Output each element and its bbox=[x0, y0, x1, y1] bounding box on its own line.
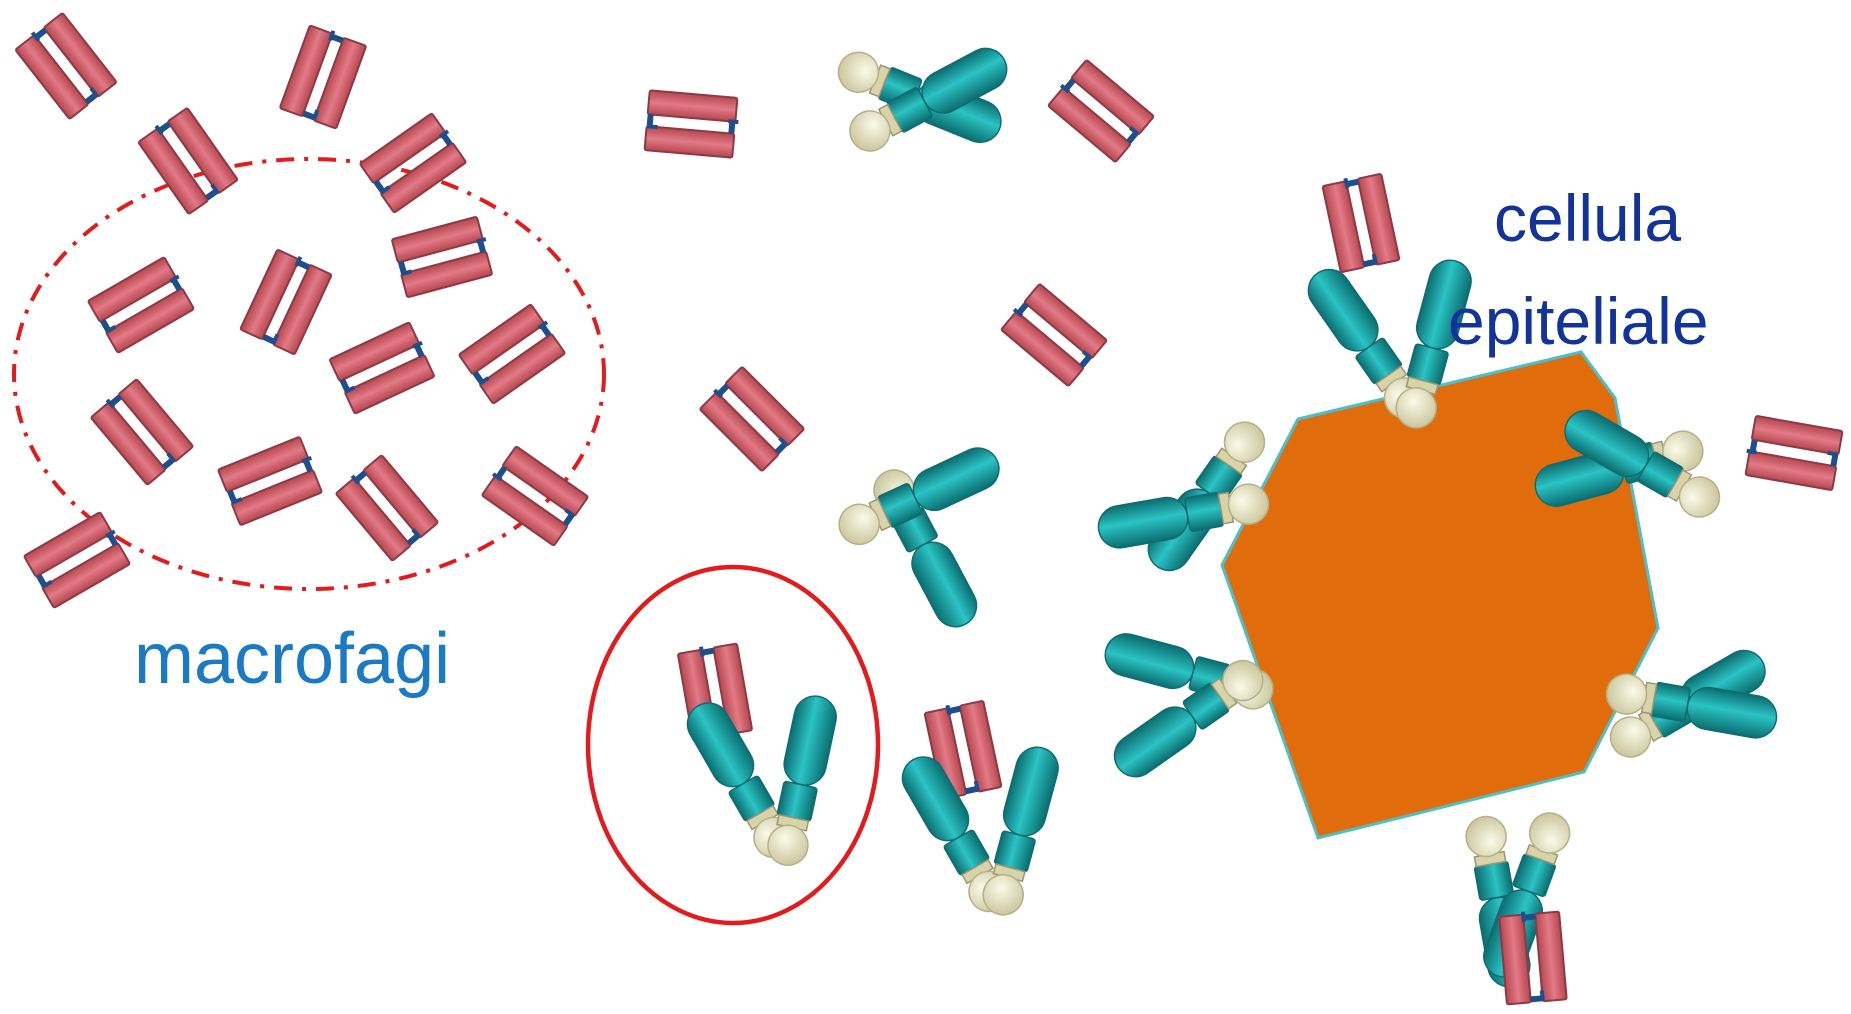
fragment bbox=[999, 282, 1107, 386]
fragment bbox=[360, 111, 469, 212]
fragment bbox=[88, 256, 197, 353]
fragment bbox=[240, 247, 333, 355]
fragment bbox=[459, 302, 568, 403]
fragment bbox=[1046, 58, 1154, 162]
antibody bbox=[832, 41, 1014, 159]
epithelial-cell-label-line1: cellula bbox=[1494, 185, 1681, 251]
fragment bbox=[89, 377, 193, 485]
fragment bbox=[24, 511, 133, 608]
antibody bbox=[1101, 629, 1278, 785]
fragment bbox=[218, 436, 325, 526]
fragment bbox=[479, 444, 588, 545]
fragment bbox=[392, 216, 495, 298]
fragment bbox=[329, 321, 437, 414]
macrophages-label: macrofagi bbox=[134, 623, 450, 695]
fragment bbox=[136, 105, 237, 214]
fragment bbox=[1743, 415, 1843, 490]
epithelial-cell-label-line2: epiteliale bbox=[1448, 288, 1709, 354]
fragment bbox=[698, 365, 805, 472]
fragment bbox=[334, 453, 438, 561]
antibody bbox=[680, 692, 840, 869]
fragment bbox=[645, 90, 741, 158]
fragment bbox=[280, 23, 368, 129]
fragment bbox=[1322, 171, 1400, 272]
fragment bbox=[13, 10, 116, 119]
antibody bbox=[832, 441, 1006, 634]
